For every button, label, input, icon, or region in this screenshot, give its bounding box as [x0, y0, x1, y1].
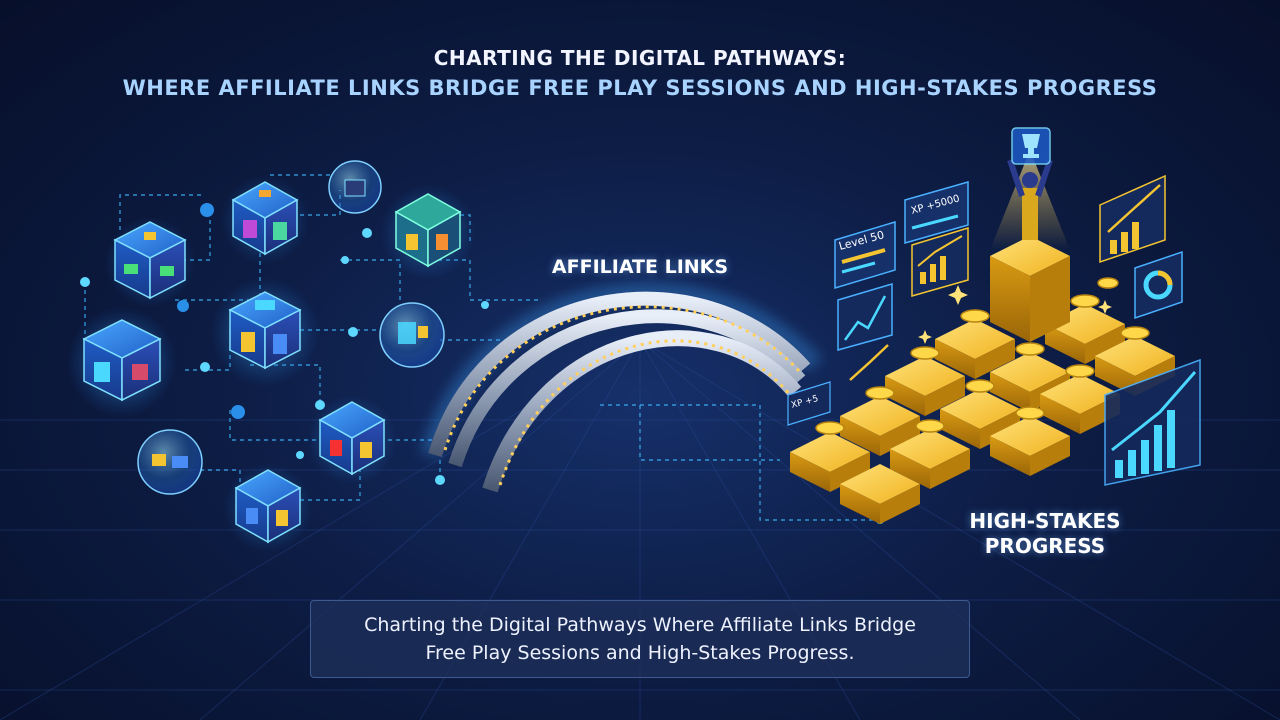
game-cube-icon: [380, 184, 476, 280]
caption-box: Charting the Digital Pathways Where Affi…: [310, 600, 970, 678]
game-cube-icon: [105, 217, 195, 307]
donut-panel: [1134, 250, 1183, 320]
game-cube-icon: [307, 395, 397, 485]
growth-chart-icon: [1099, 174, 1166, 264]
network-nodes: [80, 203, 884, 524]
trend-arrow-icon: [849, 344, 889, 381]
growth-chart-icon: [837, 282, 893, 351]
game-bubble-icon: [379, 302, 445, 368]
gold-block-stack: [790, 236, 1175, 524]
bridge-icon: [420, 282, 823, 493]
champion-figure: [1007, 159, 1053, 240]
caption-line-2: Free Play Sessions and High-Stakes Progr…: [425, 642, 855, 664]
page-title-line-1: CHARTING THE DIGITAL PATHWAYS:: [433, 46, 847, 70]
game-cube-icon: [210, 277, 320, 387]
affiliate-links-label: AFFILIATE LINKS: [551, 256, 729, 278]
high-stakes-line-1: HIGH-STAKES: [969, 509, 1121, 533]
game-cube-icon: [220, 175, 310, 265]
growth-chart-icon: [1104, 358, 1201, 486]
growth-chart-icon: [911, 226, 969, 297]
xp-small-panel: XP +5: [787, 381, 831, 426]
high-stakes-line-2: PROGRESS: [984, 534, 1106, 558]
caption-text: Charting the Digital Pathways Where Affi…: [364, 611, 916, 667]
trophy-icon: [1011, 127, 1051, 165]
level-panel: Level 50: [834, 220, 896, 290]
xp-panel: XP +5000: [904, 181, 969, 244]
game-bubble-icon: [328, 160, 382, 214]
game-cube-icon: [67, 307, 177, 417]
caption-line-1: Charting the Digital Pathways Where Affi…: [364, 614, 916, 636]
game-cube-icon: [223, 463, 313, 553]
sparkle-icon: [918, 285, 1112, 344]
game-bubble-icon: [137, 429, 203, 495]
page-title-line-2: WHERE AFFILIATE LINKS BRIDGE FREE PLAY S…: [122, 76, 1158, 100]
high-stakes-progress-label: HIGH-STAKES PROGRESS: [940, 509, 1150, 559]
gold-coin-icon: [815, 277, 1150, 435]
